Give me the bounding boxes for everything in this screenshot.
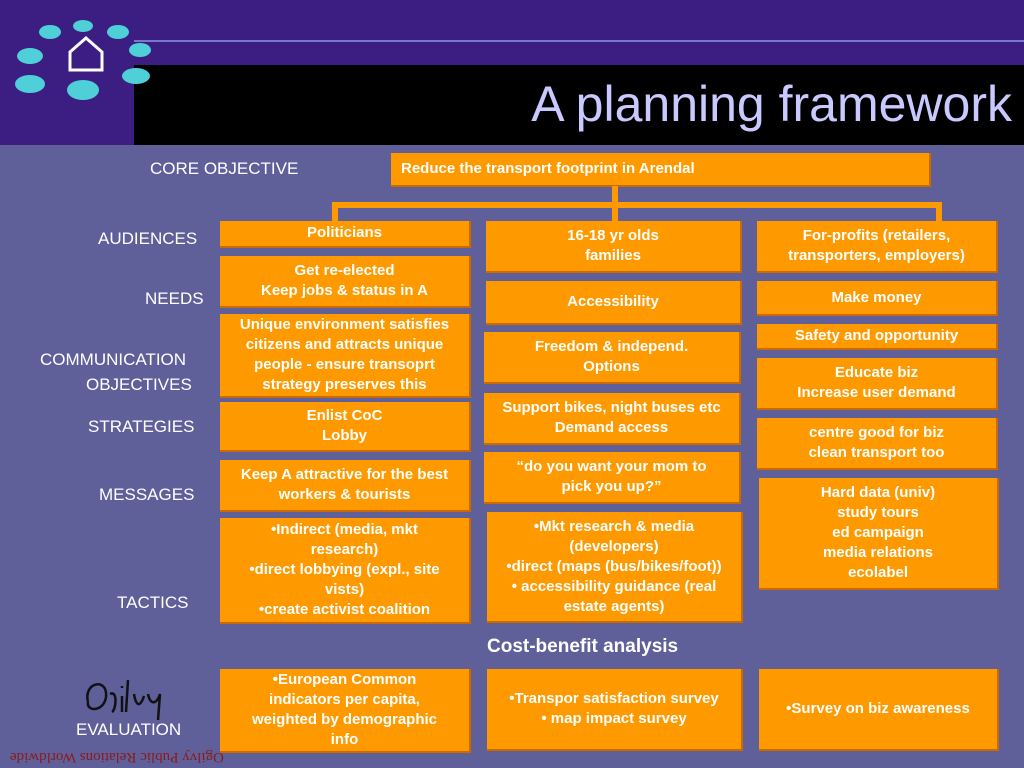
col3-comm1: Safety and opportunity bbox=[794, 327, 959, 344]
col3-comm1-box: Safety and opportunity bbox=[757, 324, 998, 350]
col1-audience: Politicians bbox=[306, 224, 383, 241]
col1-comm-line: Unique environment satisfies bbox=[239, 316, 450, 333]
col1-comm-line: citizens and attracts unique bbox=[245, 336, 444, 353]
label-comm-objectives-2: OBJECTIVES bbox=[86, 375, 192, 394]
col1-tactics-line: •create activist coalition bbox=[258, 601, 431, 618]
col1-messages-line: Keep A attractive for the best bbox=[240, 466, 449, 483]
col3-tactics-line: ecolabel bbox=[847, 564, 909, 581]
col1-strategies-line: Enlist CoC bbox=[306, 407, 383, 424]
col2-comm-line: Options bbox=[583, 358, 640, 375]
col1-needs-line: Keep jobs & status in A bbox=[261, 282, 428, 299]
col1-comm-line: people - ensure transoprt bbox=[254, 356, 435, 373]
col3-audience-line: For-profits (retailers, bbox=[802, 227, 951, 244]
col1-evaluation-line: •European Common bbox=[272, 671, 417, 688]
col1-comm-box: Unique environment satisfies citizens an… bbox=[220, 314, 471, 398]
label-core-objective: CORE OBJECTIVE bbox=[150, 159, 299, 178]
col3-tactics-line: study tours bbox=[837, 504, 919, 521]
label-needs: NEEDS bbox=[145, 289, 204, 308]
col2-messages-line: pick you up?” bbox=[561, 478, 662, 495]
col1-tactics-box: •Indirect (media, mkt research) •direct … bbox=[220, 518, 471, 624]
col1-tactics-line: vists) bbox=[324, 581, 365, 598]
title-bar bbox=[134, 65, 1024, 145]
col3-needs-box: Make money bbox=[757, 281, 998, 316]
footer-ogilvy: Ogilvy Public Relations Worldwide bbox=[10, 749, 224, 765]
col2-comm-box: Freedom & independ. Options bbox=[484, 332, 741, 384]
col1-needs-line: Get re-elected bbox=[294, 262, 395, 279]
home-logo-icon bbox=[15, 20, 151, 100]
col2-audience-line: families bbox=[585, 247, 641, 264]
col3-strategies-line: centre good for biz bbox=[809, 424, 944, 441]
col1-comm-line: strategy preserves this bbox=[262, 376, 427, 393]
col2-evaluation-line: • map impact survey bbox=[541, 710, 687, 727]
core-objective-text: Reduce the transport footprint in Arenda… bbox=[401, 160, 695, 177]
col2-tactics-line: •direct (maps (bus/bikes/foot)) bbox=[506, 557, 722, 575]
col2-strategies-line: Support bikes, night buses etc bbox=[502, 399, 721, 416]
col1-tactics-line: research) bbox=[310, 541, 379, 558]
col3-tactics-line: ed campaign bbox=[832, 524, 924, 541]
col1-strategies-box: Enlist CoC Lobby bbox=[220, 402, 471, 452]
col2-audience-line: 16-18 yr olds bbox=[567, 227, 659, 244]
col2-evaluation-box: •Transpor satisfaction survey • map impa… bbox=[487, 669, 743, 751]
col2-audience-box: 16-18 yr olds families bbox=[486, 221, 742, 273]
label-audiences: AUDIENCES bbox=[98, 229, 198, 248]
label-messages: MESSAGES bbox=[99, 485, 195, 504]
col3-comm2-line: Educate biz bbox=[834, 364, 919, 381]
col2-messages-box: “do you want your mom to pick you up?” bbox=[484, 452, 741, 504]
label-tactics: TACTICS bbox=[117, 593, 189, 612]
col1-needs-box: Get re-elected Keep jobs & status in A bbox=[220, 256, 471, 308]
col3-comm2-line: Increase user demand bbox=[797, 384, 956, 401]
label-evaluation: EVALUATION bbox=[76, 720, 182, 739]
connector-horizontal bbox=[332, 202, 942, 208]
col3-audience-line: transporters, employers) bbox=[788, 247, 965, 264]
col2-tactics-line: (developers) bbox=[569, 537, 659, 555]
connector-col3 bbox=[936, 202, 942, 222]
col2-tactics-line: estate agents) bbox=[563, 597, 665, 615]
col2-evaluation-line: •Transpor satisfaction survey bbox=[509, 690, 719, 707]
col3-evaluation: •Survey on biz awareness bbox=[786, 700, 970, 717]
col3-tactics-line: media relations bbox=[822, 544, 934, 561]
col2-strategies-line: Demand access bbox=[554, 419, 669, 436]
label-strategies: STRATEGIES bbox=[88, 417, 195, 436]
col3-evaluation-box: •Survey on biz awareness bbox=[759, 669, 999, 751]
col3-tactics-line: Hard data (univ) bbox=[820, 484, 936, 501]
col2-tactics-line: •Mkt research & media bbox=[533, 517, 695, 535]
page-title: A planning framework bbox=[531, 76, 1012, 132]
col1-messages-line: workers & tourists bbox=[278, 486, 411, 503]
col1-tactics-line: •direct lobbying (expl., site bbox=[249, 561, 440, 578]
col3-strategies-box: centre good for biz clean transport too bbox=[757, 418, 998, 470]
connector-col1 bbox=[332, 202, 338, 222]
col2-needs: Accessibility bbox=[567, 293, 659, 310]
col1-evaluation-line: weighted by demographic bbox=[251, 711, 438, 728]
col1-evaluation-line: info bbox=[330, 731, 359, 748]
connector-col2 bbox=[612, 202, 618, 222]
header-divider bbox=[134, 40, 1024, 42]
ogilvy-signature-icon bbox=[86, 679, 162, 721]
col1-evaluation-line: indicators per capita, bbox=[269, 691, 420, 708]
col3-needs: Make money bbox=[831, 288, 922, 306]
col1-messages-box: Keep A attractive for the best workers &… bbox=[220, 460, 471, 512]
col3-strategies-line: clean transport too bbox=[808, 444, 945, 461]
col2-messages-line: “do you want your mom to bbox=[516, 458, 707, 475]
connector-trunk bbox=[612, 186, 618, 204]
col2-strategies-box: Support bikes, night buses etc Demand ac… bbox=[484, 393, 741, 445]
col3-comm2-box: Educate biz Increase user demand bbox=[757, 358, 998, 410]
label-comm-objectives-1: COMMUNICATION bbox=[40, 350, 187, 369]
col3-audience-box: For-profits (retailers, transporters, em… bbox=[757, 221, 998, 273]
col1-strategies-line: Lobby bbox=[322, 427, 367, 444]
col3-tactics-box: Hard data (univ) study tours ed campaign… bbox=[759, 478, 999, 590]
col1-tactics-line: •Indirect (media, mkt bbox=[271, 521, 418, 538]
col2-needs-box: Accessibility bbox=[486, 281, 742, 325]
col2-tactics-box: •Mkt research & media (developers) •dire… bbox=[487, 512, 743, 623]
col2-comm-line: Freedom & independ. bbox=[534, 338, 689, 355]
col1-audience-box: Politicians bbox=[220, 221, 471, 248]
col1-evaluation-box: •European Common indicators per capita, … bbox=[220, 669, 471, 753]
col2-tactics-line: • accessibility guidance (real bbox=[511, 577, 717, 595]
core-objective-box: Reduce the transport footprint in Arenda… bbox=[391, 153, 931, 187]
cost-benefit-heading: Cost-benefit analysis bbox=[487, 636, 679, 657]
